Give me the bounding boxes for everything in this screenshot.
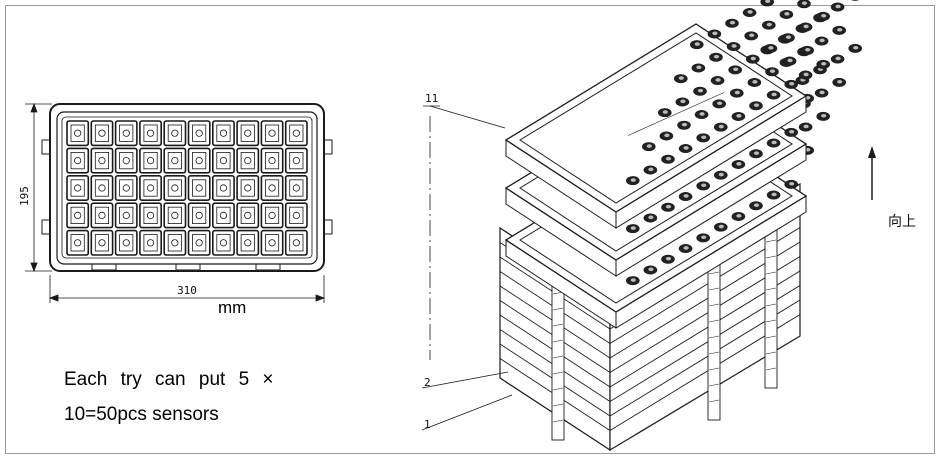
up-arrow-icon — [868, 146, 876, 200]
sensor-pocket — [236, 175, 260, 202]
callouts — [421, 105, 513, 431]
sensor-pocket — [163, 147, 187, 174]
sensor-pocket — [90, 175, 114, 202]
sensor-pocket — [139, 202, 162, 229]
sensor-pocket — [212, 229, 235, 256]
tray-1 — [504, 0, 831, 229]
sensor-pocket — [90, 202, 114, 229]
sensor-pocket — [114, 147, 138, 174]
sensor-pocket — [66, 202, 90, 229]
sensor-pocket — [90, 229, 114, 256]
sensor-pocket — [284, 229, 308, 256]
sensor-pocket — [851, 0, 860, 1]
note-line-2: 10=50pcs sensors — [64, 404, 219, 425]
isometric-tray-stack — [499, 0, 863, 452]
sensor-pocket — [163, 120, 187, 147]
sensor-pocket — [114, 202, 138, 229]
height-dimension — [25, 102, 52, 273]
sensor-pocket — [236, 120, 260, 147]
sensor-pocket — [236, 147, 260, 174]
sensor-pocket — [187, 202, 211, 229]
sensor-pocket — [66, 229, 90, 256]
sensor-pocket — [66, 147, 90, 174]
sensor-pocket — [284, 120, 308, 147]
width-dimension-label: 310 — [177, 284, 197, 297]
direction-label: 向上 — [888, 214, 916, 230]
sensor-pocket — [212, 147, 235, 174]
sensor-pocket — [260, 202, 284, 229]
sensor-pocket — [139, 120, 162, 147]
sensor-pocket — [260, 175, 284, 202]
sensor-pocket — [212, 202, 235, 229]
sensor-pocket — [114, 229, 138, 256]
sensor-pocket — [163, 229, 187, 256]
sensor-pocket — [114, 175, 138, 202]
sensor-pocket — [260, 147, 284, 174]
sensor-pocket — [212, 175, 235, 202]
sensor-pocket — [260, 120, 284, 147]
sensor-pocket — [139, 147, 162, 174]
sensor-pocket — [66, 175, 90, 202]
width-dimension — [48, 275, 326, 303]
sensor-pocket — [66, 120, 90, 147]
height-dimension-label: 195 — [18, 186, 31, 206]
sensor-pocket — [139, 175, 162, 202]
sensor-pocket — [114, 120, 138, 147]
note-line-1: Each try can put 5 × — [64, 369, 274, 390]
callout-11: 11 — [425, 92, 438, 105]
sensor-pocket — [163, 202, 187, 229]
callout-2: 2 — [424, 376, 431, 389]
sensor-pocket — [212, 120, 235, 147]
unit-label: mm — [218, 298, 247, 317]
sensor-pocket — [139, 229, 162, 256]
sensor-pocket — [260, 229, 284, 256]
sensor-pocket — [236, 202, 260, 229]
sensor-pocket — [284, 175, 308, 202]
sensor-pocket — [187, 175, 211, 202]
sensor-pocket — [90, 147, 114, 174]
sensor-pocket — [90, 120, 114, 147]
sensor-pocket — [284, 147, 308, 174]
sensor-pocket — [760, 0, 774, 7]
callout-1: 1 — [424, 418, 431, 431]
figure-frame — [5, 5, 935, 454]
sensor-pocket — [187, 120, 211, 147]
sensor-pocket — [187, 147, 211, 174]
sensor-pocket — [163, 175, 187, 202]
sensor-pocket — [187, 229, 211, 256]
sensor-pocket — [236, 229, 260, 256]
capacity-note: Each try can put 5 × 10=50pcs sensors — [64, 362, 339, 432]
top-view-tray — [41, 103, 333, 272]
sensor-pocket — [284, 202, 308, 229]
